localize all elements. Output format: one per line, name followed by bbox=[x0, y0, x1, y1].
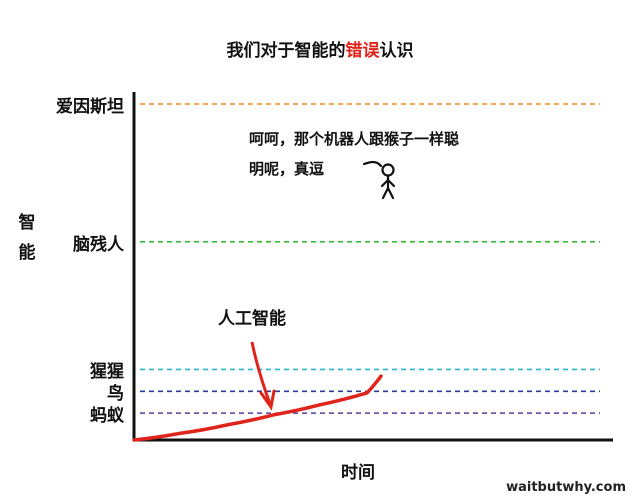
level-label-dumb-human: 脑残人 bbox=[73, 234, 124, 255]
level-label-bird: 鸟 bbox=[107, 384, 124, 405]
annotation-arrowhead bbox=[259, 389, 276, 411]
ai-series-line bbox=[132, 374, 383, 442]
x-axis-label: 时间 bbox=[341, 463, 375, 483]
stick-figure bbox=[362, 160, 396, 200]
annotation-arrow bbox=[250, 341, 272, 405]
speech-line-2: 明呢，真逗 bbox=[249, 160, 325, 178]
chart-title: 我们对于智能的错误认识 bbox=[0, 36, 640, 61]
level-label-chimp: 猩猩 bbox=[90, 362, 124, 383]
title-part: 我们对于智能的 bbox=[226, 41, 346, 61]
level-label-einstein: 爱因斯坦 bbox=[56, 97, 124, 117]
ai-annotation-label: 人工智能 bbox=[218, 309, 286, 329]
site-credit: waitbutwhy.com bbox=[506, 480, 626, 495]
level-label-ant: 蚂蚁 bbox=[90, 406, 124, 427]
speech-text: 呵呵，那个机器人跟猴子一样聪 明呢，真逗 bbox=[249, 124, 524, 184]
speech-line-1: 呵呵，那个机器人跟猴子一样聪 bbox=[249, 130, 460, 148]
y-axis-label: 智能 bbox=[18, 213, 36, 263]
title-highlight: 错误 bbox=[345, 41, 380, 61]
title-part: 认识 bbox=[379, 41, 414, 61]
